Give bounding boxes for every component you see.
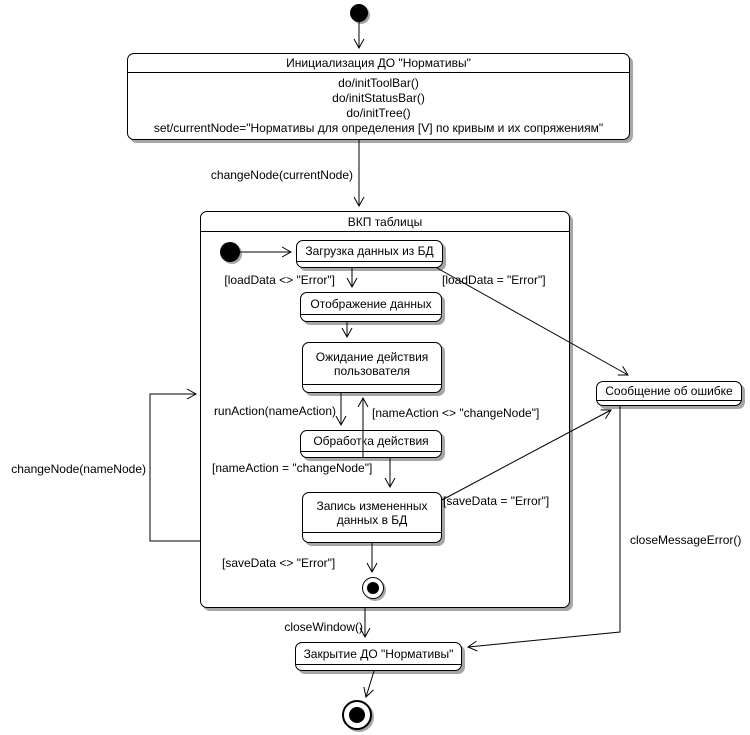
- state-label: Обработка действия: [313, 434, 429, 448]
- transition-label-changenode-name: changeNode(nameNode): [11, 462, 146, 476]
- final-state-icon: [342, 700, 372, 730]
- state-compartment: [303, 384, 441, 392]
- state-label: Загрузка данных из БД: [305, 244, 434, 258]
- state-label: Отображение данных: [310, 296, 432, 311]
- state-title: Инициализация ДО "Нормативы": [128, 54, 629, 73]
- edge-changenode-loop: [149, 388, 200, 542]
- initial-state-icon: [350, 4, 368, 22]
- state-close-normativy: Закрытие ДО "Нормативы": [295, 642, 462, 671]
- edge-close-to-final: [363, 670, 375, 698]
- inner-initial-state-icon: [220, 242, 240, 262]
- guard-label-nameaction-eq: [nameAction = "changeNode"]: [212, 461, 373, 475]
- state-process-action: Обработка действия: [300, 430, 442, 458]
- composite-state-title: ВКП таблицы: [201, 212, 569, 232]
- state-compartment: [297, 261, 442, 267]
- final-state-dot: [349, 707, 365, 723]
- guard-label-loaddata-error: [loadData = "Error"]: [442, 273, 546, 287]
- guard-label-savedata-ok: [saveData <> "Error"]: [222, 556, 336, 570]
- state-display-data: Отображение данных: [300, 292, 442, 322]
- state-label: Запись измененных данных в БД: [316, 498, 428, 527]
- transition-label-changenode-current: changeNode(currentNode): [210, 168, 353, 182]
- transition-label-runaction: runAction(nameAction): [213, 404, 336, 418]
- guard-label-loaddata-ok: [loadData <> "Error"]: [224, 273, 335, 287]
- transition-label-closemessageerror: closeMessageError(): [630, 533, 742, 547]
- state-wait-user-action: Ожидание действия пользователя: [302, 342, 442, 393]
- state-save-data: Запись измененных данных в БД: [302, 492, 442, 543]
- state-label: Закрытие ДО "Нормативы": [303, 646, 454, 661]
- guard-label-nameaction-ne: [nameAction <> "changeNode"]: [372, 406, 540, 420]
- action-init-toolbar: do/initToolBar(): [338, 76, 419, 90]
- action-init-tree: do/initTree(): [346, 106, 411, 120]
- state-label: Сообщение об ошибке: [605, 384, 733, 398]
- transition-label-closewindow: closeWindow(): [284, 620, 363, 634]
- state-compartment: [301, 314, 441, 321]
- state-init-normativy: Инициализация ДО "Нормативы" do/initTool…: [127, 53, 630, 140]
- state-actions: do/initToolBar() do/initStatusBar() do/i…: [128, 73, 629, 139]
- state-compartment: [303, 532, 441, 542]
- guard-label-savedata-error: [saveData = "Error"]: [443, 494, 550, 508]
- action-init-statusbar: do/initStatusBar(): [332, 91, 425, 105]
- state-label: Ожидание действия пользователя: [315, 349, 429, 378]
- inner-final-state-icon: [362, 577, 384, 599]
- state-load-data: Загрузка данных из БД: [296, 240, 443, 268]
- state-error-message: Сообщение об ошибке: [596, 381, 742, 406]
- state-compartment: [301, 451, 441, 457]
- final-state-dot: [367, 582, 379, 594]
- state-compartment: [296, 664, 461, 670]
- state-compartment: [597, 400, 741, 405]
- action-set-currentnode: set/currentNode="Нормативы для определен…: [153, 121, 604, 135]
